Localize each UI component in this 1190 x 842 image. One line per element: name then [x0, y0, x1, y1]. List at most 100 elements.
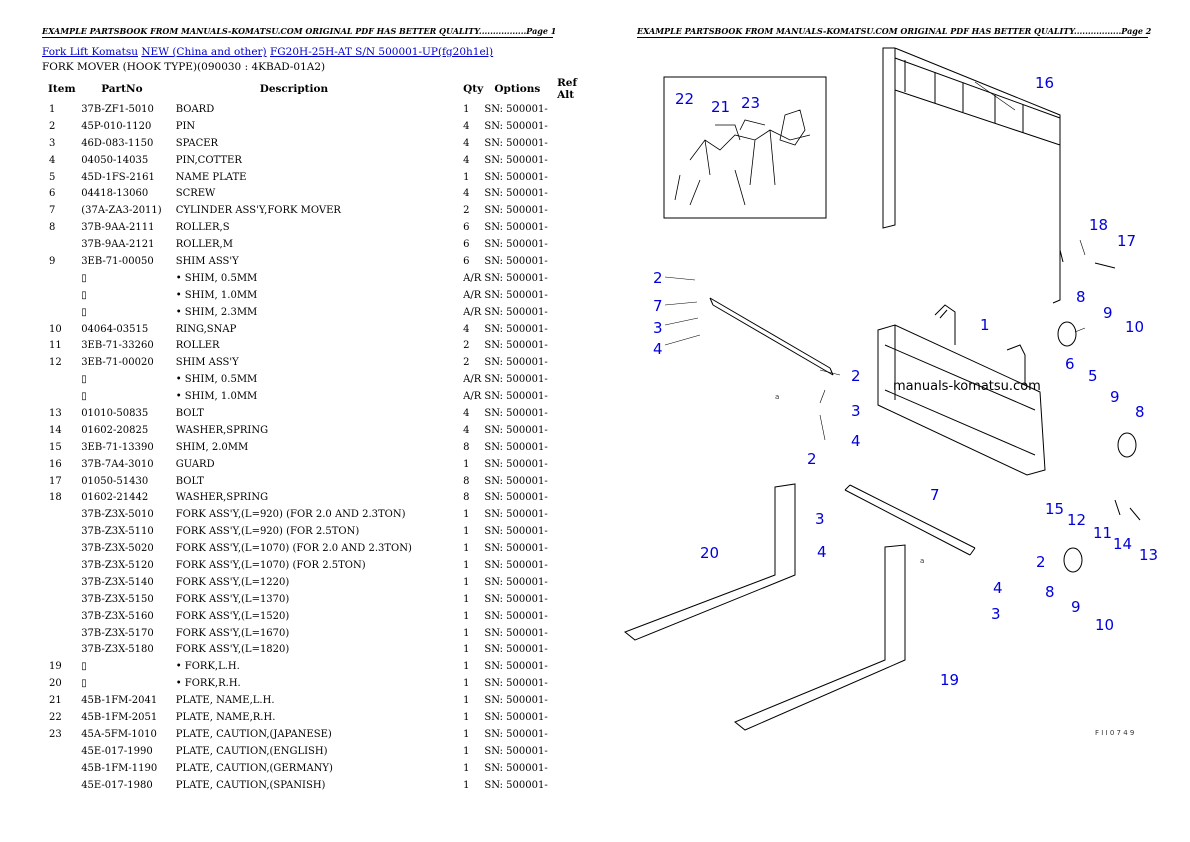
callout-3: 3: [991, 605, 1001, 623]
cell-description: FORK ASS'Y,(L=1070) (FOR 2.5TON): [175, 559, 366, 571]
cell-item: 5: [49, 171, 56, 183]
cell-item: [42, 760, 81, 777]
cell-partno: 45B-1FM-2051: [81, 712, 158, 723]
cell-item: [42, 625, 81, 642]
breadcrumb-link-model[interactable]: FG20H-25H-AT S/N 500001-UP(fg20h1el): [270, 46, 494, 58]
cell-description: PIN,COTTER: [175, 154, 242, 166]
callout-5: 5: [1088, 367, 1098, 385]
cell-item: 8: [49, 222, 56, 234]
callout-7: 7: [930, 486, 940, 504]
cell-options: SN: 500001-: [484, 712, 548, 723]
callout-12: 12: [1067, 511, 1086, 529]
cell-description: FORK ASS'Y,(L=1220): [175, 576, 290, 588]
cell-options: SN: 500001-: [484, 222, 548, 234]
cell-qty: 8: [463, 492, 470, 504]
cell-qty: 1: [463, 678, 470, 690]
cell-description: PIN: [175, 120, 196, 132]
cell-options: SN: 500001-: [484, 154, 548, 166]
cell-item: 3: [49, 137, 56, 149]
callout-14: 14: [1113, 535, 1132, 553]
cell-qty: 4: [463, 407, 470, 419]
cell-options: SN: 500001-: [484, 120, 548, 132]
breadcrumb-link-category[interactable]: Fork Lift Komatsu: [42, 46, 138, 58]
cell-item: [42, 642, 81, 659]
cell-description: BOLT: [175, 475, 204, 487]
cell-description: CYLINDER ASS'Y,FORK MOVER: [175, 205, 341, 217]
cell-ref-alt: [557, 118, 595, 135]
cell-partno: 45D-1FS-2161: [81, 171, 155, 183]
column-header-partno: PartNo: [101, 83, 143, 95]
cell-item: [42, 304, 81, 321]
cell-item: [42, 371, 81, 388]
callout-10: 10: [1125, 318, 1144, 336]
cell-item: 10: [49, 323, 62, 335]
cell-qty: 1: [463, 576, 470, 588]
callout-9: 9: [1071, 598, 1081, 616]
cell-options: SN: 500001-: [484, 424, 548, 436]
cell-qty: 1: [463, 171, 470, 183]
cell-description: • SHIM, 1.0MM: [175, 289, 258, 301]
callout-8: 8: [1135, 403, 1145, 421]
cell-description: PLATE, NAME,R.H.: [175, 712, 276, 723]
cell-qty: 1: [463, 610, 470, 622]
breadcrumb-link-region[interactable]: NEW (China and other): [141, 46, 267, 58]
cell-item: [42, 287, 81, 304]
cell-options: SN: 500001-: [484, 239, 548, 251]
section-title: FORK MOVER (HOOK TYPE)(090030 : 4KBAD-01…: [42, 61, 326, 73]
cell-options: SN: 500001-: [484, 272, 548, 284]
cell-partno: 37B-9AA-2121: [81, 239, 155, 251]
cell-description: WASHER,SPRING: [175, 424, 269, 436]
cell-item: 15: [49, 441, 62, 453]
cell-description: FORK ASS'Y,(L=1370): [175, 593, 290, 605]
cell-qty: A/R: [463, 289, 482, 301]
callout-15: 15: [1045, 500, 1064, 518]
cell-partno: 04064-03515: [81, 323, 149, 335]
cell-partno: ▯: [81, 374, 87, 386]
cell-qty: 1: [463, 745, 470, 757]
cell-options: SN: 500001-: [484, 458, 548, 470]
callout-2: 2: [653, 269, 663, 287]
cell-qty: 6: [463, 239, 470, 251]
cell-ref-alt: [557, 422, 595, 439]
cell-ref-alt: [557, 523, 595, 540]
cell-ref-alt: [557, 692, 595, 709]
cell-partno: 3EB-71-13390: [81, 441, 154, 453]
cell-description: SPACER: [175, 137, 219, 149]
callout-3: 3: [815, 510, 825, 528]
cell-item: [42, 574, 81, 591]
cell-ref-alt: [557, 321, 595, 338]
cell-description: • SHIM, 1.0MM: [175, 391, 258, 403]
cell-qty: 1: [463, 559, 470, 571]
cell-item: [42, 557, 81, 574]
cell-qty: 1: [463, 762, 470, 774]
cell-partno: ▯: [81, 661, 87, 673]
cell-options: SN: 500001-: [484, 559, 548, 571]
callout-13: 13: [1139, 546, 1158, 564]
callout-16: 16: [1035, 74, 1054, 92]
cell-qty: 6: [463, 255, 470, 267]
cell-options: SN: 500001-: [484, 441, 548, 453]
cell-qty: 2: [463, 357, 470, 369]
column-header-description: Description: [259, 83, 329, 95]
cell-item: [42, 506, 81, 523]
cell-qty: 1: [463, 728, 470, 740]
cell-ref-alt: [557, 152, 595, 169]
breadcrumb: Fork Lift Komatsu NEW (China and other) …: [42, 46, 493, 58]
callout-4: 4: [851, 432, 861, 450]
cell-options: SN: 500001-: [484, 762, 548, 774]
cell-options: SN: 500001-: [484, 593, 548, 605]
cell-options: SN: 500001-: [484, 103, 548, 115]
